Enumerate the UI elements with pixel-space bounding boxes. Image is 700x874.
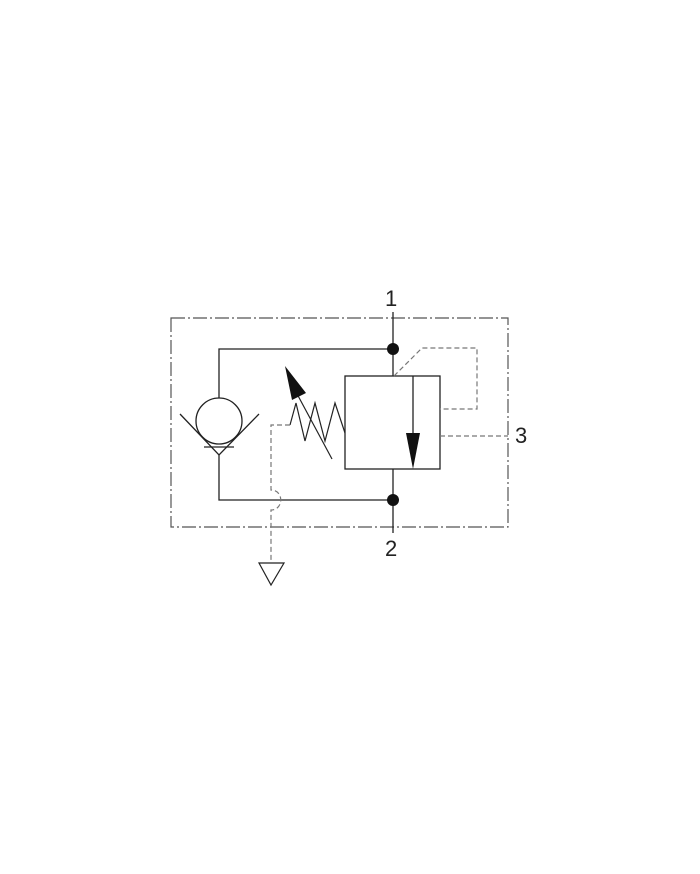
port-1-label: 1: [385, 286, 398, 311]
adjust-arrow-shaft: [295, 391, 333, 460]
tank-icon: [257, 562, 286, 587]
adjust-arrow-head-icon: [285, 366, 306, 400]
flow-arrow-head-icon: [406, 433, 420, 469]
check-valve-top-line: [218, 348, 393, 398]
port-2-label: 2: [385, 536, 398, 561]
junction-dot-bottom: [387, 494, 399, 506]
port-3-label: 3: [515, 423, 528, 448]
drain-line: [270, 424, 290, 563]
check-valve-bottom-line: [218, 455, 393, 501]
check-valve-seat-icon: [179, 413, 260, 456]
check-valve-ball-icon: [195, 397, 243, 445]
spring-icon: [289, 400, 346, 444]
valve-envelope: [344, 375, 441, 470]
pilot-line: [393, 347, 478, 410]
dashed-enclosure: [170, 317, 509, 528]
junction-dot-top: [387, 343, 399, 355]
